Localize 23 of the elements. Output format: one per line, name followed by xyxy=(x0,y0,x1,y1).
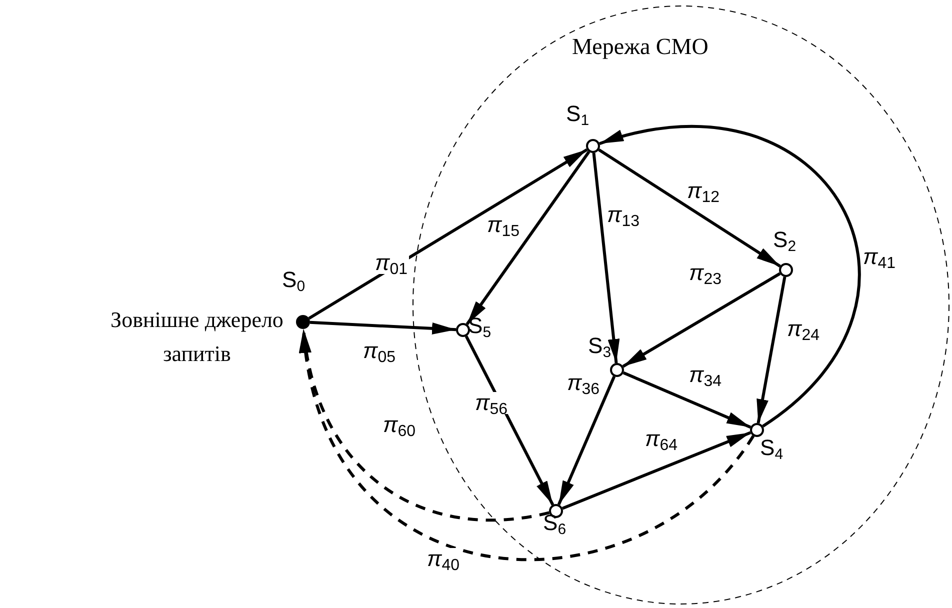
arrow xyxy=(308,148,588,320)
arrow xyxy=(464,336,554,506)
arrow xyxy=(466,150,590,326)
node-label: S$_{0}$ xyxy=(282,269,306,291)
node-caption: Зовнішне джерело запитів xyxy=(110,306,284,368)
arrow xyxy=(301,328,755,561)
arrow xyxy=(599,125,861,428)
node-label: S$_{1}$ xyxy=(566,103,590,125)
arrow xyxy=(592,152,620,364)
arrow xyxy=(622,272,781,368)
edge-label: π$_{40}$ xyxy=(426,548,461,570)
arrow xyxy=(598,148,781,268)
node-label: S$_{3}$ xyxy=(588,335,612,357)
arrow xyxy=(756,276,786,424)
edge-label: π$_{56}$ xyxy=(474,392,509,414)
arrow xyxy=(310,320,456,334)
node-label: S$_{4}$ xyxy=(760,437,784,459)
arrow xyxy=(622,371,752,429)
arrow xyxy=(557,376,616,506)
node-label: S$_{2}$ xyxy=(773,229,796,251)
network-title: Мережа СМО xyxy=(572,35,708,58)
arrow xyxy=(300,328,550,522)
arrow xyxy=(562,431,752,510)
